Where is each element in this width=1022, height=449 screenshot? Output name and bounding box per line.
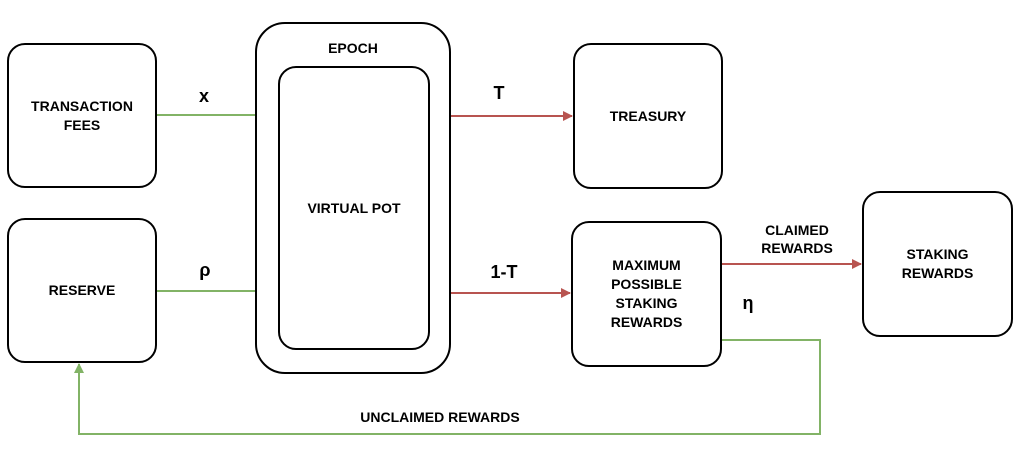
label-rho: ρ: [199, 260, 211, 280]
transaction-fees-box: TRANSACTION FEES: [7, 43, 157, 188]
treasury-box: TREASURY: [573, 43, 723, 189]
reserve-box: RESERVE: [7, 218, 157, 363]
virtual-pot-box: VIRTUAL POT: [278, 66, 430, 350]
epoch-title: EPOCH: [328, 40, 378, 56]
arrow-unclaimed-to-reserve: [74, 339, 821, 435]
label-unclaimed-rewards: UNCLAIMED REWARDS: [360, 409, 520, 425]
staking-rewards-box: STAKING REWARDS: [862, 191, 1013, 337]
label-x: x: [198, 86, 209, 106]
label-claimed-rewards: CLAIMED REWARDS: [761, 222, 833, 257]
max-staking-rewards-box: MAXIMUM POSSIBLE STAKING REWARDS: [571, 221, 722, 367]
label-t: T: [493, 83, 505, 103]
label-one-minus-t: 1-T: [490, 262, 518, 282]
label-eta: η: [742, 293, 754, 313]
